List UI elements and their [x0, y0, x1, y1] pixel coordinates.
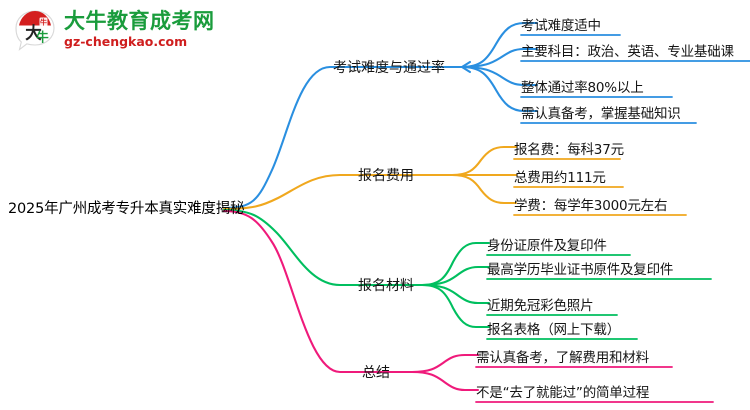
branch-4-to-leaf-2-link [410, 370, 480, 392]
branch-3-to-leaf-2-link [420, 265, 491, 287]
branch-2-to-leaf-3-link [450, 173, 518, 205]
site-logo: 牛 大 牛 大牛教育成考网 gz-chengkao.com [12, 6, 252, 58]
branch-2-to-leaf-1-link [450, 145, 518, 177]
logo-text: 大牛教育成考网 gz-chengkao.com [64, 9, 254, 50]
mindmap-leaf-node[interactable]: 需认真备考，掌握基础知识 [521, 106, 681, 122]
mindmap-leaf-node[interactable]: 学费：每学年3000元左右 [514, 198, 668, 214]
mindmap-branch-node-4[interactable]: 总结 [362, 365, 390, 381]
mindmap-leaf-node[interactable]: 整体通过率80%以上 [521, 80, 644, 96]
root-to-branch-3-link [222, 208, 424, 287]
mindmap-leaf-node[interactable]: 近期免冠彩色照片 [487, 298, 594, 314]
svg-text:牛: 牛 [36, 30, 49, 45]
mindmap-leaf-node[interactable]: 报名表格（网上下载） [487, 322, 620, 338]
root-to-branch-1-link [222, 65, 464, 210]
mindmap-branch-node-2[interactable]: 报名费用 [358, 168, 414, 184]
mindmap-branch-node-1[interactable]: 考试难度与通过率 [333, 60, 445, 76]
root-to-branch-2-link [222, 173, 454, 211]
branch-1-arrow-icon [460, 60, 472, 74]
brand-url: gz-chengkao.com [64, 34, 188, 49]
mindmap-root-node[interactable]: 2025年广州成考专升本真实难度揭秘 [8, 201, 245, 217]
mindmap-leaf-node[interactable]: 报名费：每科37元 [514, 142, 624, 158]
mindmap-branch-node-3[interactable]: 报名材料 [358, 278, 414, 294]
branch-4-to-leaf-1-link [410, 353, 480, 374]
mindmap-leaf-node[interactable]: 不是“去了就能过”的简单过程 [476, 385, 650, 401]
svg-text:牛: 牛 [40, 18, 47, 27]
svg-text:大: 大 [25, 23, 42, 43]
mindmap-leaf-node[interactable]: 需认真备考，了解费用和材料 [476, 350, 649, 366]
mindmap-leaf-node[interactable]: 总费用约111元 [514, 170, 606, 186]
mindmap-leaf-node[interactable]: 身份证原件及复印件 [487, 238, 607, 254]
mindmap-leaf-node[interactable]: 主要科目：政治、英语、专业基础课 [521, 44, 734, 60]
branch-3-to-leaf-3-link [420, 283, 491, 305]
branch-3-to-leaf-4-link [420, 283, 491, 329]
speech-bubble-logo-icon: 牛 大 牛 [15, 10, 55, 51]
brand-name-cn: 大牛教育成考网 [64, 9, 215, 33]
mindmap-leaf-node[interactable]: 最高学历毕业证书原件及复印件 [487, 262, 674, 278]
branch-3-to-leaf-1-link [420, 241, 491, 287]
mindmap-leaf-node[interactable]: 考试难度适中 [521, 18, 601, 34]
